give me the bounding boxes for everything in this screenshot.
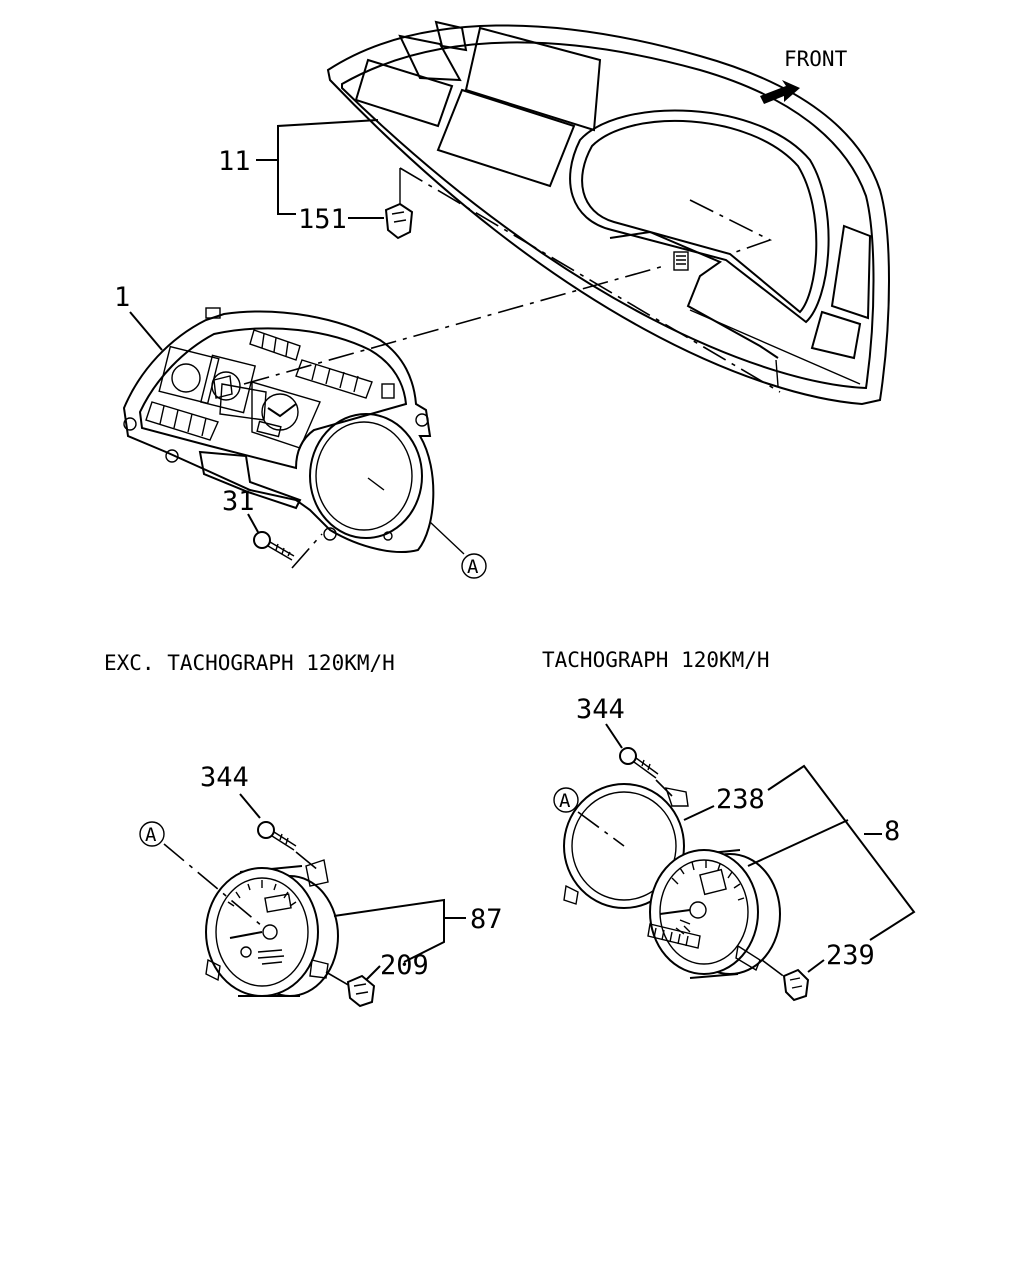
meter-locator-line	[243, 265, 665, 385]
screw-locator-left	[295, 851, 319, 871]
leader-344-left	[239, 793, 261, 819]
clip-locator-right	[761, 959, 787, 979]
bracket-87	[333, 898, 445, 963]
callout-a-right: A	[559, 790, 571, 812]
clip-icon	[384, 202, 414, 240]
callout-a-leader-top	[429, 521, 465, 555]
bracket-11	[277, 119, 379, 215]
leader-239	[807, 959, 825, 973]
callout-circle-icon: A	[553, 787, 579, 813]
leader-1	[129, 311, 163, 351]
part-number-11: 11	[218, 146, 251, 177]
callout-a-top: A	[467, 556, 479, 578]
speedometer-tachograph	[563, 783, 781, 979]
front-label: FRONT	[784, 47, 848, 71]
leader-31	[247, 513, 259, 533]
front-arrow-icon	[760, 80, 800, 104]
clip-locator-line	[399, 167, 781, 393]
part-number-344-right: 344	[576, 694, 625, 725]
screw-locator-right	[655, 779, 673, 797]
callout-circle-icon: A	[139, 821, 165, 847]
part-number-209: 209	[380, 950, 429, 981]
callout-a-left: A	[145, 824, 157, 846]
leader-344-right	[605, 723, 623, 749]
clip-icon	[346, 974, 376, 1008]
leader-209	[365, 965, 381, 981]
part-number-1: 1	[114, 282, 130, 313]
part-number-344-left: 344	[200, 762, 249, 793]
meter-assembly	[122, 307, 435, 553]
screw-icon	[257, 821, 297, 851]
speedometer-standard	[205, 859, 339, 997]
bracket-8-mid	[747, 819, 849, 867]
part-number-87: 87	[470, 904, 503, 935]
screw-icon	[619, 747, 659, 779]
leader-238	[683, 805, 715, 821]
part-number-151: 151	[298, 204, 347, 235]
clip-locator-left	[325, 971, 351, 987]
screw-locator-line	[291, 533, 323, 569]
clip-icon	[782, 968, 810, 1002]
part-number-239: 239	[826, 940, 875, 971]
screw-icon	[253, 531, 295, 561]
part-number-238: 238	[716, 784, 765, 815]
callout-a-left-line	[163, 843, 263, 927]
instrument-panel-hood	[326, 20, 890, 406]
caption-exc-tachograph: EXC. TACHOGRAPH 120KM/H	[104, 651, 395, 675]
part-number-8: 8	[884, 816, 900, 847]
part-number-31: 31	[222, 486, 255, 517]
callout-a-right-line	[577, 811, 625, 847]
callout-circle-icon: A	[461, 553, 487, 579]
bracket-8	[767, 764, 916, 941]
caption-tachograph: TACHOGRAPH 120KM/H	[542, 648, 770, 672]
